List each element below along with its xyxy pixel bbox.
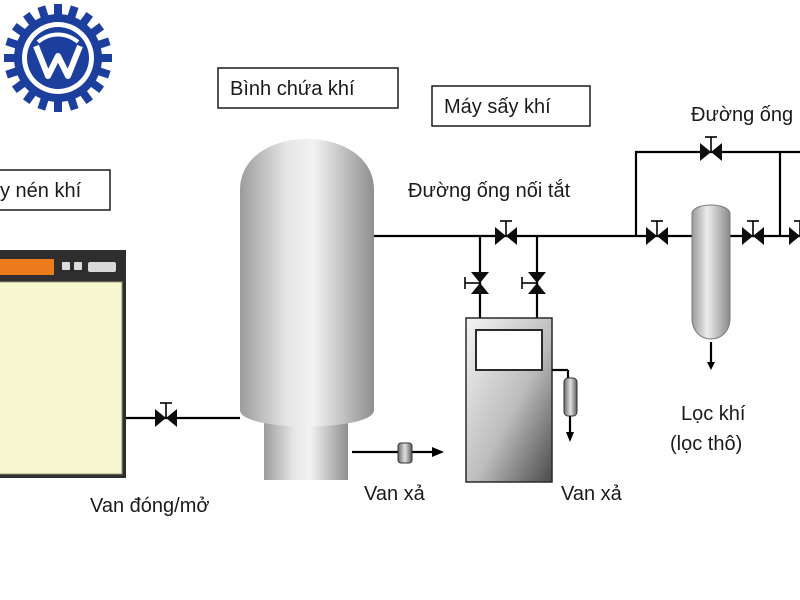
compressor-gauge [88,262,116,272]
valve-right-edge [789,220,800,245]
label-box-tank [217,67,399,109]
tank-stand [264,420,348,480]
label-compressor: y nén khí [0,180,82,202]
tank-drain-trap [397,442,444,464]
label-box-compressor [0,169,111,211]
label-drain-valve-tank: Van xả [364,483,426,505]
label-filter-line2: (lọc thô) [670,433,742,455]
valve-open-close [155,402,177,427]
drain-arrow-icon [707,362,715,370]
drain-arrow-icon [432,447,444,457]
valve-dryer-inlet [464,272,489,294]
label-air-tank: Bình chứa khí [230,78,355,100]
drain-arrow-icon [566,432,574,442]
dryer-display [475,329,543,371]
tank-body [240,139,374,427]
coarse-air-filter [691,204,731,370]
pipe-filter-bypass [634,150,800,236]
valve-bypass [495,220,517,245]
air-compressor [0,250,126,478]
valve-filter-outlet [742,220,764,245]
compressor-button [74,262,82,270]
label-bypass-pipe: Đường ống nối tắt [408,179,571,202]
filter-body [691,204,731,340]
valve-filter-bypass [700,136,722,161]
valve-dryer-outlet [521,272,546,294]
label-air-dryer: Máy sấy khí [444,96,551,118]
compressor-display [0,259,54,275]
compressor-button [62,262,70,270]
label-open-close-valve: Van đóng/mở [90,495,209,517]
valve-filter-inlet [646,220,668,245]
label-drain-valve-dryer: Van xả [561,483,623,505]
label-filter-line1: Lọc khí [681,403,746,425]
label-pipe-top-right: Đường ống [691,104,793,126]
compressor-body [0,281,123,475]
air-dryer [465,317,578,483]
air-receiver-tank [240,139,374,480]
company-gear-logo [4,4,112,112]
dryer-drain-trap [563,377,578,417]
label-box-dryer [431,85,591,127]
valves [155,136,800,427]
